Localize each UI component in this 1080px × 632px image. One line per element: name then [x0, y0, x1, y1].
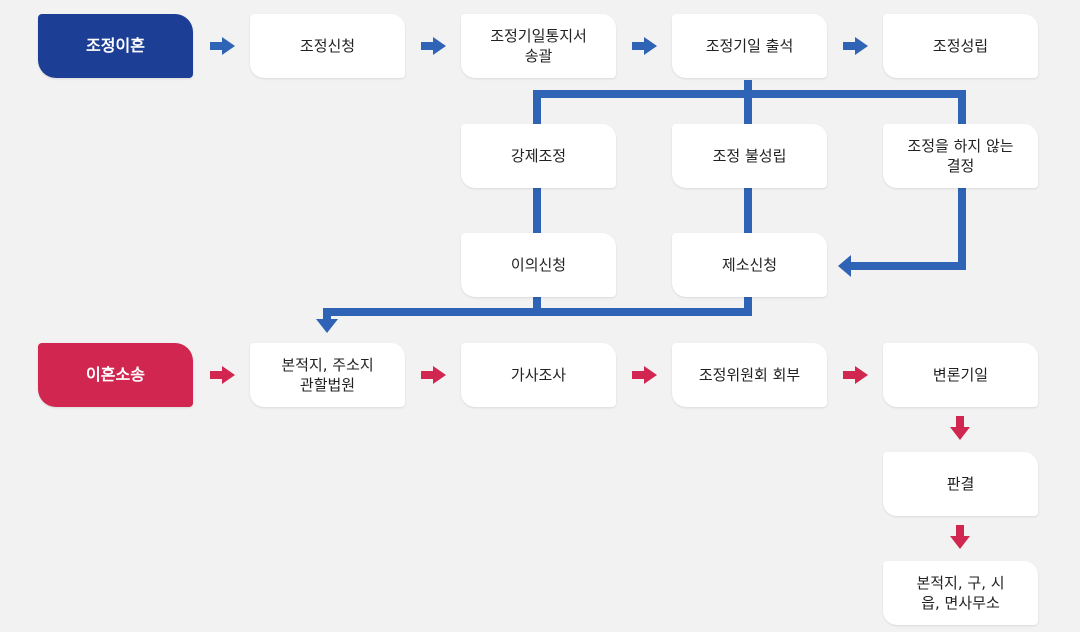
- arrow-right-icon: [632, 37, 657, 55]
- arrow-right-icon: [632, 366, 657, 384]
- step-registry-office: 본적지, 구, 시 읍, 면사무소: [883, 561, 1038, 625]
- step-judgment: 판결: [883, 452, 1038, 516]
- step-mediation-attendance: 조정기일 출석: [672, 14, 827, 78]
- arrow-right-icon: [210, 366, 235, 384]
- step-hearing-date: 변론기일: [883, 343, 1038, 407]
- litigation-header: 이혼소송: [38, 343, 193, 407]
- arrow-right-icon: [843, 366, 868, 384]
- step-objection: 이의신청: [461, 233, 616, 297]
- arrow-down-icon: [950, 416, 970, 440]
- step-lawsuit-filing: 제소신청: [672, 233, 827, 297]
- outcome-mediation-failure: 조정 불성립: [672, 124, 827, 188]
- step-mediation-committee: 조정위원회 회부: [672, 343, 827, 407]
- arrow-right-icon: [843, 37, 868, 55]
- arrow-right-icon: [421, 37, 446, 55]
- arrow-right-icon: [210, 37, 235, 55]
- step-mediation-date-notice: 조정기일통지서 송괄: [461, 14, 616, 78]
- step-mediation-application: 조정신청: [250, 14, 405, 78]
- outcome-forced-mediation: 강제조정: [461, 124, 616, 188]
- step-jurisdiction-court: 본적지, 주소지 관할법원: [250, 343, 405, 407]
- step-mediation-success: 조정성립: [883, 14, 1038, 78]
- mediation-header: 조정이혼: [38, 14, 193, 78]
- outcome-no-mediation-decision: 조정을 하지 않는 결정: [883, 124, 1038, 188]
- step-family-investigation: 가사조사: [461, 343, 616, 407]
- arrow-right-icon: [421, 366, 446, 384]
- arrow-down-icon: [950, 525, 970, 549]
